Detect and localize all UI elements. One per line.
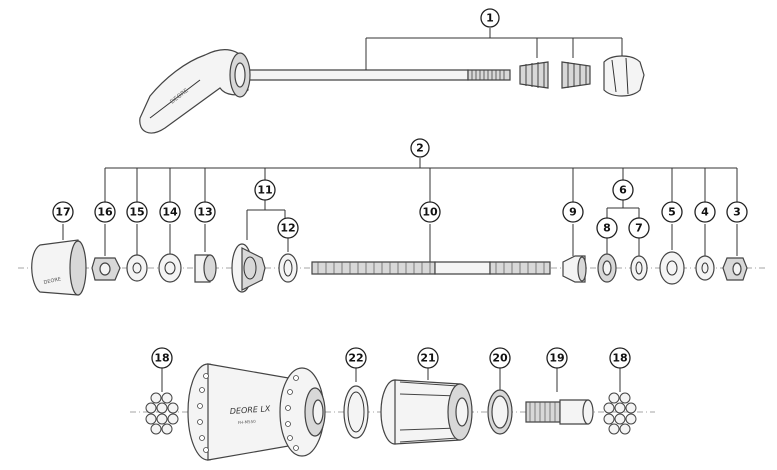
svg-text:8: 8 bbox=[603, 222, 611, 235]
hub-axle-assembly: DEORE bbox=[18, 158, 768, 296]
svg-text:15: 15 bbox=[129, 206, 144, 219]
svg-text:22: 22 bbox=[348, 352, 363, 365]
svg-text:6: 6 bbox=[619, 184, 627, 197]
svg-text:18: 18 bbox=[154, 352, 169, 365]
callout-5: 5 bbox=[661, 201, 683, 223]
callout-1: 1 bbox=[480, 8, 500, 28]
part-10-hub-axle bbox=[311, 261, 551, 275]
skewer-rod bbox=[239, 69, 469, 81]
callout-2-leader bbox=[104, 158, 738, 202]
part-7-seal-ring bbox=[630, 255, 648, 281]
callout-18-right: 18 bbox=[609, 347, 631, 369]
svg-text:16: 16 bbox=[97, 206, 113, 219]
callout-13: 13 bbox=[194, 201, 216, 223]
callout-4: 4 bbox=[694, 201, 716, 223]
part-14-spacer bbox=[158, 253, 182, 283]
hub-body-assembly: DEORE LX FH-M550 bbox=[130, 363, 655, 461]
svg-text:21: 21 bbox=[420, 352, 435, 365]
svg-text:12: 12 bbox=[280, 222, 295, 235]
callout-22: 22 bbox=[345, 347, 367, 369]
part-19-axle-sleeve bbox=[525, 399, 594, 425]
svg-text:18: 18 bbox=[612, 352, 627, 365]
callout-7: 7 bbox=[628, 217, 650, 239]
callout-17: 17 bbox=[52, 201, 74, 223]
svg-text:14: 14 bbox=[162, 206, 178, 219]
quick-release-assembly: DEORE bbox=[139, 28, 645, 134]
adjusting-nut bbox=[603, 55, 645, 97]
svg-text:7: 7 bbox=[635, 222, 643, 235]
callout-14: 14 bbox=[159, 201, 181, 223]
locknut-brand-label: DEORE bbox=[43, 276, 61, 286]
callout-11: 11 bbox=[254, 179, 276, 201]
callout-21: 21 bbox=[417, 347, 439, 369]
callout-10: 10 bbox=[419, 201, 441, 223]
part-15-washer bbox=[126, 254, 148, 282]
svg-text:4: 4 bbox=[701, 206, 709, 219]
part-4-washer bbox=[695, 255, 715, 281]
part-5-spacer bbox=[659, 251, 685, 285]
callout-2: 2 bbox=[410, 138, 430, 158]
svg-text:17: 17 bbox=[55, 206, 70, 219]
svg-text:5: 5 bbox=[668, 206, 676, 219]
callout-20: 20 bbox=[489, 347, 511, 369]
svg-text:19: 19 bbox=[549, 352, 564, 365]
callout-16: 16 bbox=[94, 201, 116, 223]
callout-9: 9 bbox=[562, 201, 584, 223]
callout-11-leader bbox=[246, 200, 286, 240]
svg-text:10: 10 bbox=[422, 206, 438, 219]
part-12-seal-ring bbox=[278, 253, 298, 283]
callout-6: 6 bbox=[612, 179, 634, 201]
callout-1-leader bbox=[365, 28, 623, 70]
hub-body: DEORE LX FH-M550 bbox=[187, 363, 326, 461]
spring-right bbox=[561, 61, 591, 89]
callout-8: 8 bbox=[596, 217, 618, 239]
lower-leaders bbox=[161, 368, 621, 392]
callout-6-leader bbox=[606, 198, 640, 220]
svg-text:11: 11 bbox=[257, 184, 272, 197]
part-21-freehub-body bbox=[380, 379, 473, 445]
part-11-cone bbox=[231, 243, 266, 293]
callout-19: 19 bbox=[546, 347, 568, 369]
svg-text:1: 1 bbox=[486, 12, 494, 25]
hub-model-label: FH-M550 bbox=[238, 419, 257, 425]
part-18-ball-bearings-left bbox=[145, 392, 179, 435]
svg-text:2: 2 bbox=[416, 142, 424, 155]
hub-brand-label: DEORE LX bbox=[230, 404, 272, 416]
part-leaders bbox=[62, 224, 738, 262]
callout-15: 15 bbox=[126, 201, 148, 223]
svg-text:3: 3 bbox=[733, 206, 741, 219]
svg-text:20: 20 bbox=[492, 352, 508, 365]
spring-left bbox=[519, 61, 549, 89]
svg-text:13: 13 bbox=[197, 206, 212, 219]
part-18-ball-bearings-right bbox=[603, 392, 637, 435]
callout-3: 3 bbox=[726, 201, 748, 223]
svg-text:9: 9 bbox=[569, 206, 577, 219]
callout-12: 12 bbox=[277, 217, 299, 239]
callout-18-left: 18 bbox=[151, 347, 173, 369]
